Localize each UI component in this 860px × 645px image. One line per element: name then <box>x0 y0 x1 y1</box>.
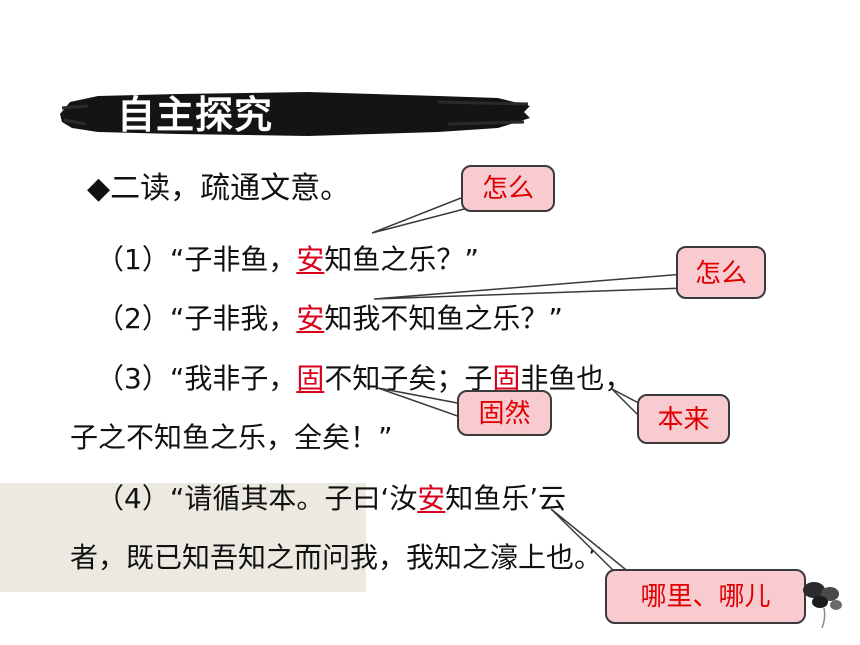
line-5-highlight: 安 <box>417 482 446 515</box>
decorative-stones-icon <box>803 582 842 629</box>
line-3-pre: （3）“我非子， <box>96 362 297 395</box>
text-line-2: （2）“子非我，安知我不知鱼之乐？” <box>96 301 563 337</box>
line-2-post: 知我不知鱼之乐？” <box>324 302 563 335</box>
callout-gu-1: 固然 <box>457 390 552 436</box>
text-line-6: 者，既已知吾知之而问我，我知之濠上也。” <box>70 541 603 574</box>
line-1-pre: （1）“子非鱼， <box>96 243 297 276</box>
callout-an-2: 怎么 <box>676 246 766 299</box>
line-3-highlight-1: 固 <box>296 362 325 395</box>
line-3-highlight-2: 固 <box>492 362 521 395</box>
bullet-heading: ◆二读，疏通文意。 <box>87 171 350 207</box>
diamond-bullet-icon: ◆ <box>87 171 111 206</box>
bullet-text: 二读，疏通文意。 <box>110 171 351 206</box>
line-2-pre: （2）“子非我， <box>96 302 297 335</box>
callout-an-1: 怎么 <box>461 165 555 212</box>
line-5-pre: （4）“请循其本。子曰‘汝 <box>96 482 418 515</box>
page-title: 自主探究 <box>117 93 274 137</box>
line-1-highlight: 安 <box>296 243 325 276</box>
line-5-post: 知鱼乐’云 <box>445 482 567 515</box>
callout-gu-2: 本来 <box>637 394 730 444</box>
callout-an-3: 哪里、哪儿 <box>605 569 806 624</box>
brush-stroke-banner <box>60 92 530 136</box>
background-panel <box>0 483 366 592</box>
text-line-4: 子之不知鱼之乐，全矣！” <box>70 421 393 454</box>
text-line-3: （3）“我非子，固不知子矣；子固非鱼也， <box>96 361 632 397</box>
line-2-highlight: 安 <box>296 302 325 335</box>
line-1-post: 知鱼之乐？” <box>324 243 479 276</box>
text-line-5: （4）“请循其本。子曰‘汝安知鱼乐’云 <box>96 481 566 517</box>
text-line-1: （1）“子非鱼，安知鱼之乐？” <box>96 242 479 278</box>
